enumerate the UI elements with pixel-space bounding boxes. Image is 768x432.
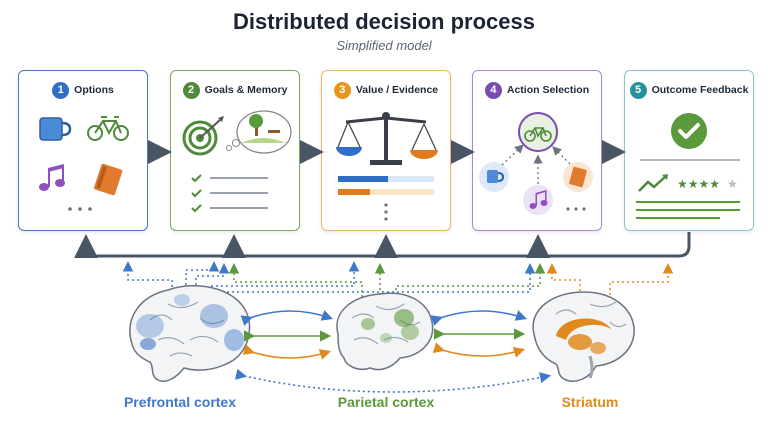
feedback-lines xyxy=(636,201,740,219)
stars-icon: ★★★★ ★ xyxy=(677,177,738,191)
trend-icon xyxy=(638,174,668,192)
diagram-title: Distributed decision process xyxy=(233,9,535,34)
stage-card-action-selection: 4 Action Selection xyxy=(472,70,602,231)
target-icon xyxy=(182,116,224,156)
option-mug-icon xyxy=(479,162,509,192)
striatum-label: Striatum xyxy=(561,394,619,410)
selected-bicycle-icon xyxy=(518,112,558,152)
prefrontal-cortex-label: Prefrontal cortex xyxy=(123,394,237,410)
stage-number: 5 xyxy=(629,81,647,99)
feedback-loop xyxy=(74,232,691,258)
brain-striatum xyxy=(532,291,635,382)
region-interaction-arrows xyxy=(234,310,552,393)
selection-arrows xyxy=(501,144,571,184)
check-icon xyxy=(671,113,707,149)
memory-thought-icon xyxy=(226,110,292,154)
music-note-icon xyxy=(39,164,65,191)
stage-title: Action Selection xyxy=(506,84,590,96)
stage-number: 2 xyxy=(182,81,200,99)
stage-card-outcome-feedback: 5 Outcome Feedback xyxy=(624,70,754,231)
stage-card-goals-memory: 2 Goals & Memory xyxy=(170,70,300,231)
brain-prefrontal xyxy=(129,284,251,382)
diagram-subtitle: Simplified model xyxy=(336,38,432,53)
stage-card-options: 1 Options xyxy=(18,70,148,231)
balance-scale-icon xyxy=(336,112,438,165)
parietal-cortex-label: Parietal cortex xyxy=(337,394,435,410)
bicycle-icon xyxy=(87,116,129,141)
svg-text:★★★★: ★★★★ xyxy=(677,177,720,191)
stage-title: Value / Evidence xyxy=(355,84,439,96)
stage-number: 1 xyxy=(52,81,70,99)
stage-number: 3 xyxy=(333,81,351,99)
stage-title: Outcome Feedback xyxy=(651,84,749,96)
checklist-icon xyxy=(191,174,268,213)
evidence-bars-icon xyxy=(338,176,434,221)
book-icon xyxy=(94,163,123,196)
stage-title: Goals & Memory xyxy=(204,84,288,96)
stage-title: Options xyxy=(74,84,114,96)
option-music-note-icon xyxy=(523,185,553,215)
ellipsis-icon xyxy=(68,207,92,211)
option-book-icon xyxy=(563,162,593,192)
svg-text:★: ★ xyxy=(727,177,738,191)
brain-parietal xyxy=(336,292,434,371)
mug-icon xyxy=(39,117,72,141)
stage-number: 4 xyxy=(484,81,502,99)
ellipsis-icon xyxy=(566,207,586,211)
